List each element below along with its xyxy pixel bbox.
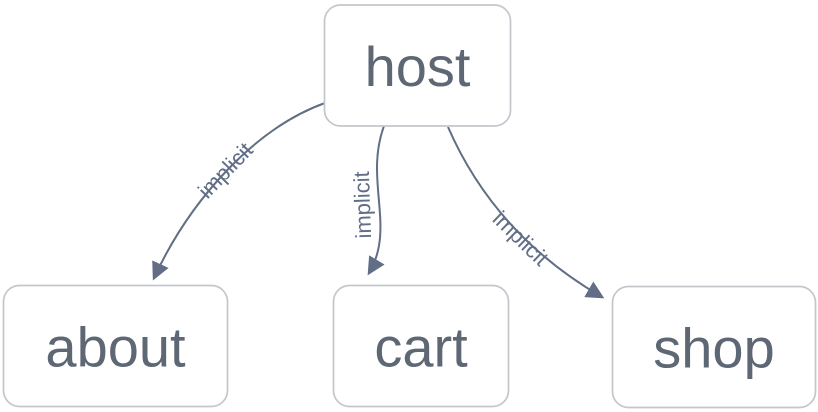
node-host-label: host	[365, 35, 471, 98]
node-cart: cart	[332, 284, 510, 408]
node-shop: shop	[611, 285, 817, 409]
node-cart-box	[332, 284, 510, 408]
node-host: host	[323, 4, 512, 127]
edge-label-host-about: implicit	[193, 137, 258, 203]
node-about-label: about	[45, 316, 186, 379]
node-shop-label: shop	[653, 317, 774, 380]
edge-label-host-cart: implicit	[349, 171, 376, 239]
node-host-box	[323, 4, 512, 127]
edge-label-host-shop: implicit	[488, 206, 554, 271]
node-about: about	[2, 284, 229, 408]
edge-host-cart	[367, 125, 385, 276]
edge-label-group: implicit implicit implicit	[193, 137, 554, 270]
edge-group	[152, 102, 605, 299]
node-shop-box	[611, 285, 817, 409]
edge-host-about	[152, 102, 326, 281]
edge-host-shop	[447, 126, 605, 299]
node-cart-label: cart	[374, 316, 468, 379]
node-about-box	[2, 284, 229, 408]
